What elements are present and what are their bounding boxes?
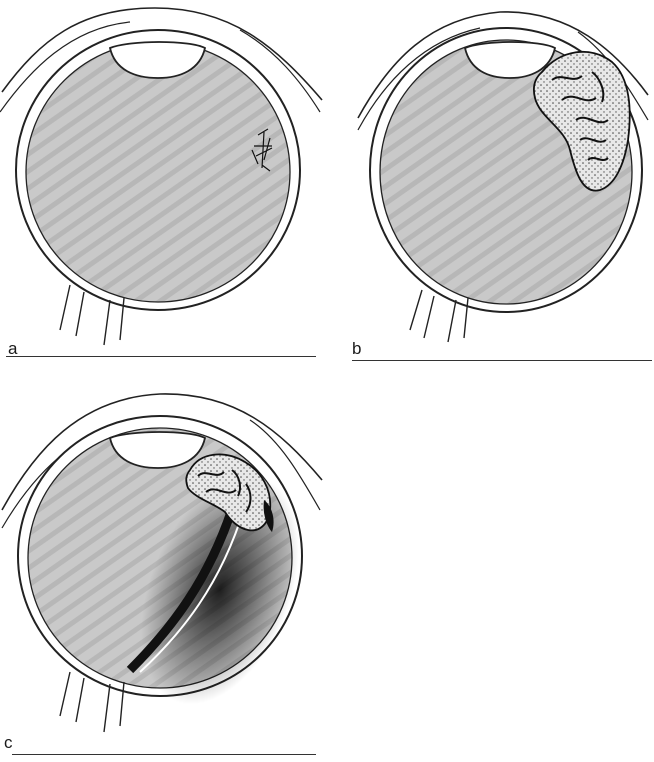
panel-letter-c: c [4, 734, 13, 751]
panel-rule-c [12, 754, 316, 755]
eye-diagram-b [330, 0, 654, 372]
panel-a: a [0, 0, 330, 372]
panel-letter-b: b [352, 340, 361, 357]
panel-rule-b [352, 360, 652, 361]
eye-diagram-a [0, 0, 330, 372]
panel-rule-a [6, 356, 316, 357]
panel-b: b [330, 0, 654, 372]
panel-letter-a: a [8, 340, 17, 357]
eye-diagram-c [0, 380, 330, 762]
panel-c: c [0, 380, 330, 762]
